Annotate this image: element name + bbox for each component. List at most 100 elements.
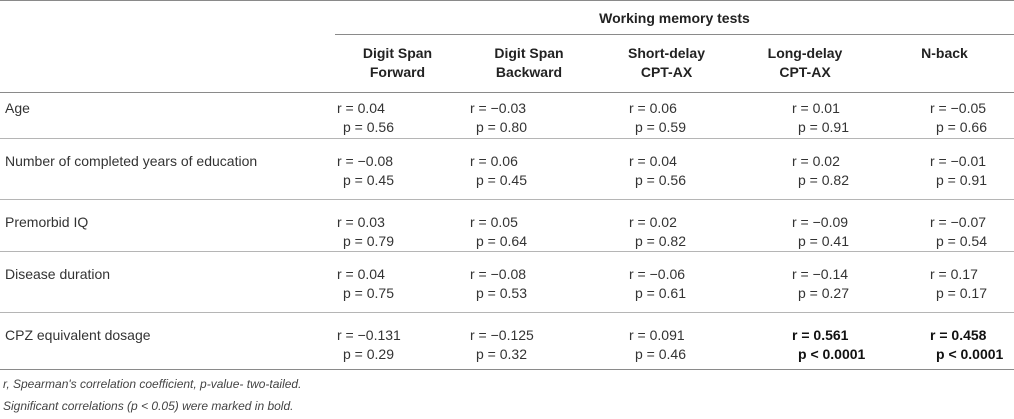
table-cell: r = 0.04 p = 0.56 (337, 99, 394, 137)
table-cell-significant: r = 0.458 p < 0.0001 (930, 326, 1003, 364)
table-cell: r = 0.01 p = 0.91 (792, 99, 849, 137)
table-cell: r = 0.02 p = 0.82 (792, 152, 849, 190)
r-value: r = −0.08 (337, 153, 394, 169)
table-row: Number of completed years of education r… (0, 146, 1014, 190)
p-value: p = 0.91 (798, 119, 849, 135)
p-value: p = 0.56 (635, 172, 686, 188)
p-value: p = 0.59 (635, 119, 686, 135)
table-cell: r = 0.06 p = 0.45 (470, 152, 527, 190)
row-label-education: Number of completed years of education (5, 153, 258, 169)
p-value: p = 0.32 (476, 346, 527, 362)
p-value: p = 0.53 (476, 285, 527, 301)
r-value: r = −0.06 (629, 266, 686, 282)
table-cell: r = −0.03 p = 0.80 (470, 99, 527, 137)
p-value: p = 0.41 (798, 233, 849, 249)
table-cell: r = −0.125 p = 0.32 (470, 326, 534, 364)
p-value: p = 0.54 (936, 233, 987, 249)
r-value: r = 0.561 (792, 327, 849, 343)
table-cell: r = −0.05 p = 0.66 (930, 99, 987, 137)
table-cell: r = 0.02 p = 0.82 (629, 213, 686, 251)
column-header-n-back: N-back (921, 45, 968, 61)
group-header-rule (335, 34, 1014, 35)
p-value: p = 0.79 (343, 233, 394, 249)
table-cell: r = −0.07 p = 0.54 (930, 213, 987, 251)
r-value: r = −0.05 (930, 100, 987, 116)
p-value: p = 0.61 (635, 285, 686, 301)
p-value: p = 0.75 (343, 285, 394, 301)
r-value: r = −0.09 (792, 214, 849, 230)
table-cell-significant: r = 0.561 p < 0.0001 (792, 326, 865, 364)
table-row: Age r = 0.04 p = 0.56 r = −0.03 p = 0.80 r… (0, 93, 1014, 137)
column-header-digit-span-backward: Digit Span Backward (494, 45, 564, 80)
table-cell: r = 0.04 p = 0.56 (629, 152, 686, 190)
r-value: r = −0.03 (470, 100, 527, 116)
table-row: Disease duration r = 0.04 p = 0.75 r = −0… (0, 259, 1014, 303)
r-value: r = −0.131 (337, 327, 401, 343)
row-divider (0, 138, 1014, 139)
row-label-cpz-dosage: CPZ equivalent dosage (5, 327, 151, 343)
table-cell: r = −0.08 p = 0.53 (470, 265, 527, 303)
table-top-rule (0, 0, 1014, 1)
r-value: r = 0.17 (930, 266, 978, 282)
table-cell: r = −0.14 p = 0.27 (792, 265, 849, 303)
r-value: r = 0.04 (337, 266, 385, 282)
r-value: r = 0.05 (470, 214, 518, 230)
table-cell: r = −0.08 p = 0.45 (337, 152, 394, 190)
table-cell: r = 0.03 p = 0.79 (337, 213, 394, 251)
column-header-digit-span-forward: Digit Span Forward (362, 45, 433, 80)
r-value: r = 0.02 (792, 153, 840, 169)
p-value: p = 0.56 (343, 119, 394, 135)
column-header-long-delay-cpt-ax: Long-delay CPT-AX (767, 45, 843, 80)
r-value: r = −0.08 (470, 266, 527, 282)
r-value: r = 0.06 (629, 100, 677, 116)
r-value: r = 0.06 (470, 153, 518, 169)
group-header: Working memory tests (599, 10, 750, 26)
table-cell: r = −0.01 p = 0.91 (930, 152, 987, 190)
r-value: r = 0.01 (792, 100, 840, 116)
row-label-disease-duration: Disease duration (5, 266, 111, 282)
footnote-abbreviations: r, Spearman's correlation coefficient, p… (3, 377, 302, 391)
r-value: r = 0.04 (629, 153, 677, 169)
r-value: r = 0.02 (629, 214, 677, 230)
table-cell: r = −0.09 p = 0.41 (792, 213, 849, 251)
table-cell: r = 0.06 p = 0.59 (629, 99, 686, 137)
r-value: r = −0.125 (470, 327, 534, 343)
table-cell: r = 0.17 p = 0.17 (930, 265, 987, 303)
footnote-significance: Significant correlations (p < 0.05) were… (3, 399, 294, 413)
p-value: p = 0.45 (343, 172, 394, 188)
table-cell: r = −0.131 p = 0.29 (337, 326, 401, 364)
r-value: r = 0.458 (930, 327, 987, 343)
r-value: r = −0.01 (930, 153, 987, 169)
p-value: p < 0.0001 (798, 346, 866, 362)
row-label-age: Age (5, 100, 30, 116)
p-value: p = 0.91 (936, 172, 987, 188)
r-value: r = 0.03 (337, 214, 385, 230)
p-value: p = 0.46 (635, 346, 686, 362)
table-cell: r = −0.06 p = 0.61 (629, 265, 686, 303)
p-value: p = 0.27 (798, 285, 849, 301)
p-value: p = 0.29 (343, 346, 394, 362)
p-value: p = 0.17 (936, 285, 987, 301)
row-label-premorbid-iq: Premorbid IQ (5, 214, 89, 230)
row-divider (0, 199, 1014, 200)
p-value: p = 0.80 (476, 119, 527, 135)
p-value: p < 0.0001 (936, 346, 1004, 362)
p-value: p = 0.45 (476, 172, 527, 188)
column-header-short-delay-cpt-ax: Short-delay CPT-AX (627, 45, 705, 80)
r-value: r = 0.091 (629, 327, 685, 343)
p-value: p = 0.82 (635, 233, 686, 249)
r-value: r = 0.04 (337, 100, 385, 116)
table-bottom-rule (0, 369, 1014, 370)
r-value: r = −0.14 (792, 266, 849, 282)
table-cell: r = 0.04 p = 0.75 (337, 265, 394, 303)
table-cell: r = 0.091 p = 0.46 (629, 326, 686, 364)
table-row: CPZ equivalent dosage r = −0.131 p = 0.29… (0, 320, 1014, 364)
row-divider (0, 251, 1014, 252)
p-value: p = 0.82 (798, 172, 849, 188)
row-divider (0, 312, 1014, 313)
p-value: p = 0.66 (936, 119, 987, 135)
header-rule (0, 92, 1014, 93)
r-value: r = −0.07 (930, 214, 987, 230)
